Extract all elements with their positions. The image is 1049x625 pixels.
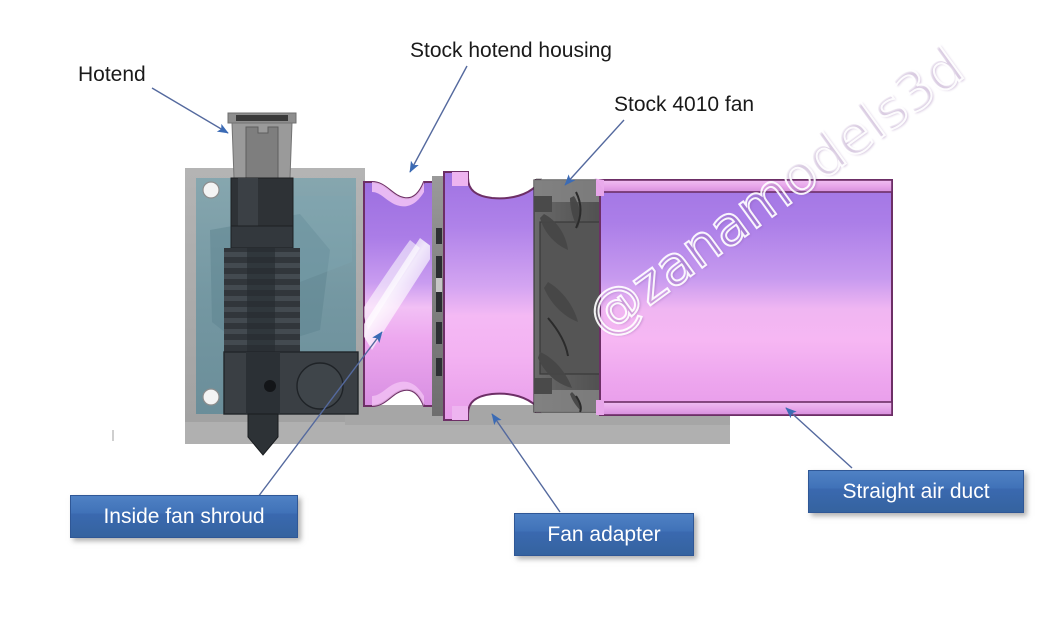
leader-stock-fan [564,119,625,186]
leader-hotend [151,87,229,134]
label-inside-fan-shroud[interactable]: Inside fan shroud [70,495,298,538]
label-hotend: Hotend [78,63,146,86]
heatsink-fins [224,248,300,352]
leader-fan-adapter [491,413,561,513]
label-fan-adapter-text: Fan adapter [547,523,661,546]
hotend-assembly [223,112,359,456]
label-straight-air-duct[interactable]: Straight air duct [808,470,1024,513]
label-stock-hotend-housing: Stock hotend housing [410,39,612,62]
leader-stock-housing [409,65,468,173]
leader-inside-fan-shroud [257,331,383,498]
inside-fan-shroud [363,181,435,407]
leader-straight-air-duct [785,407,853,469]
shroud-adapter-seam [432,176,444,416]
label-straight-air-duct-text: Straight air duct [842,480,990,503]
label-fan-adapter[interactable]: Fan adapter [514,513,694,556]
straight-air-duct [592,178,893,416]
label-stock-4010-fan: Stock 4010 fan [614,93,755,116]
stock-4010-fan [533,179,607,413]
label-inside-fan-shroud-text: Inside fan shroud [103,505,265,528]
faint-mark [112,430,114,441]
